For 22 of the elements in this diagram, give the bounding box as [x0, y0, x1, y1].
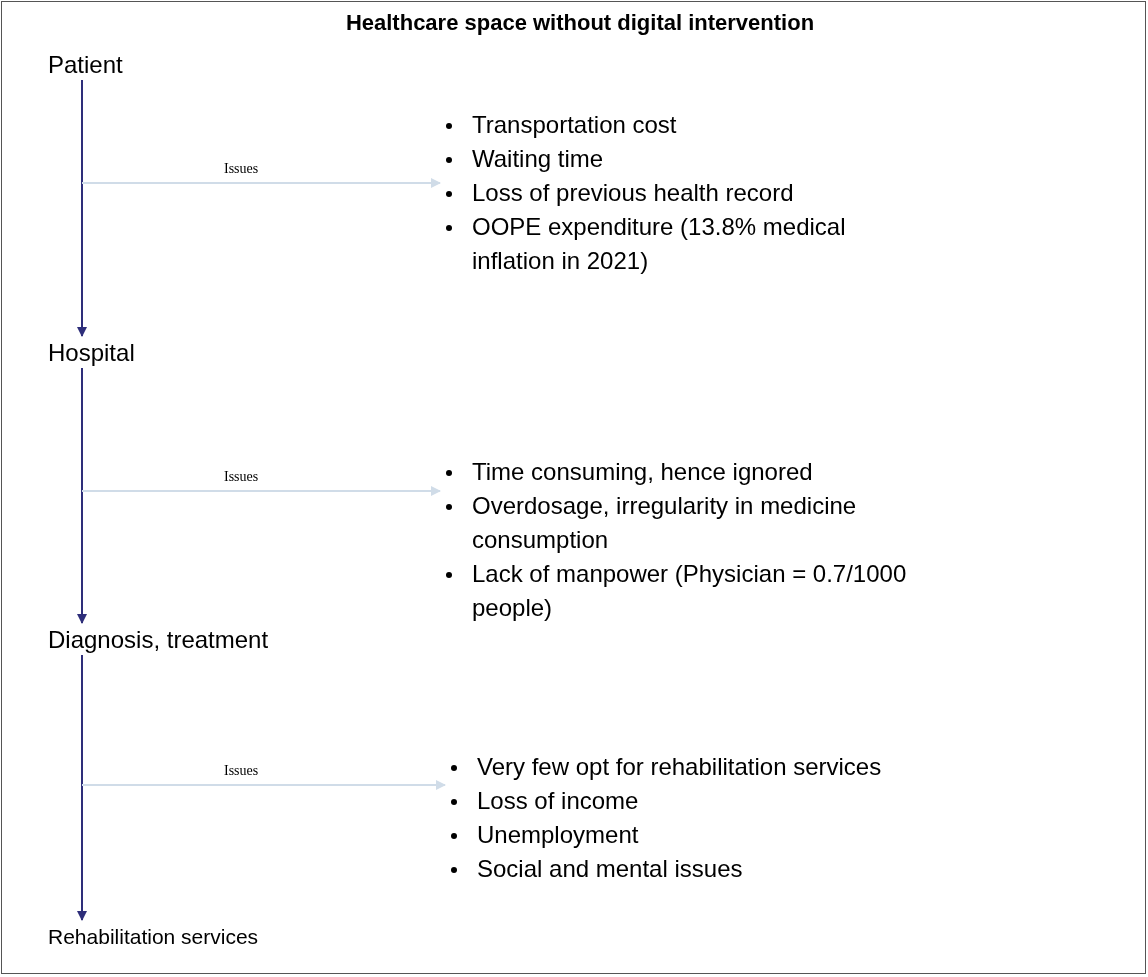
stage-label: Hospital: [48, 338, 158, 368]
bullet-item: Overdosage, irregularity in medicine consumption: [472, 491, 858, 555]
title: Healthcare space without digital intervention: [344, 9, 816, 37]
bullet-item: Lack of manpower (Physician = 0.7/1000 people): [472, 559, 908, 623]
bullet-item: Social and mental issues: [477, 854, 743, 884]
bullet-item: Waiting time: [472, 144, 604, 174]
arrow: [81, 486, 441, 496]
bullet-item: Unemployment: [477, 820, 639, 850]
stage-label: Patient: [48, 50, 158, 80]
arrow: [77, 367, 87, 624]
bullet-item: Transportation cost: [472, 110, 677, 140]
bullet-item: Loss of previous health record: [472, 178, 794, 208]
arrow: [81, 178, 441, 188]
bullet-item: OOPE expenditure (13.8% medical inflation in 2021): [472, 212, 847, 276]
stage-label: Diagnosis, treatment: [48, 625, 348, 655]
arrow: [77, 654, 87, 921]
arrow: [81, 780, 446, 790]
bullet-item: Loss of income: [477, 786, 639, 816]
bullet-item: Time consuming, hence ignored: [472, 457, 813, 487]
arrow: [77, 79, 87, 337]
bullet-item: Very few opt for rehabilitation services: [477, 752, 882, 782]
stage-label: Rehabilitation services: [48, 922, 348, 952]
